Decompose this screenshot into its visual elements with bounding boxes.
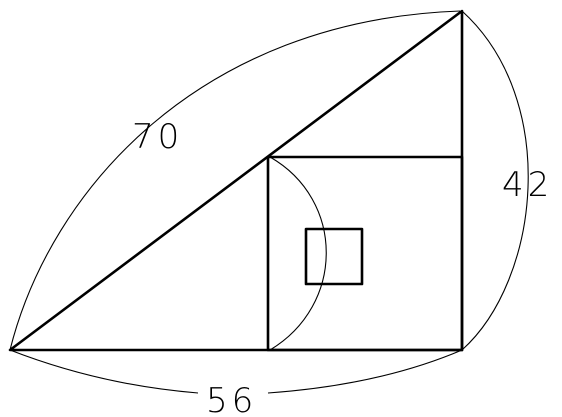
square-side-arc bbox=[269, 156, 327, 351]
right-triangle bbox=[8, 9, 464, 352]
base-dimension-arc-right bbox=[267, 349, 463, 394]
vertical-side-dimension-arc bbox=[461, 10, 529, 351]
right-angle-marker bbox=[304, 227, 364, 286]
inscribed-square bbox=[266, 155, 464, 352]
hypotenuse-label: 70 bbox=[132, 117, 183, 157]
hypotenuse-dimension-arc bbox=[9, 10, 461, 351]
base-dimension-arc-left bbox=[9, 349, 199, 394]
vertical-side-label: 42 bbox=[502, 165, 553, 205]
base-label: 56 bbox=[206, 381, 257, 417]
